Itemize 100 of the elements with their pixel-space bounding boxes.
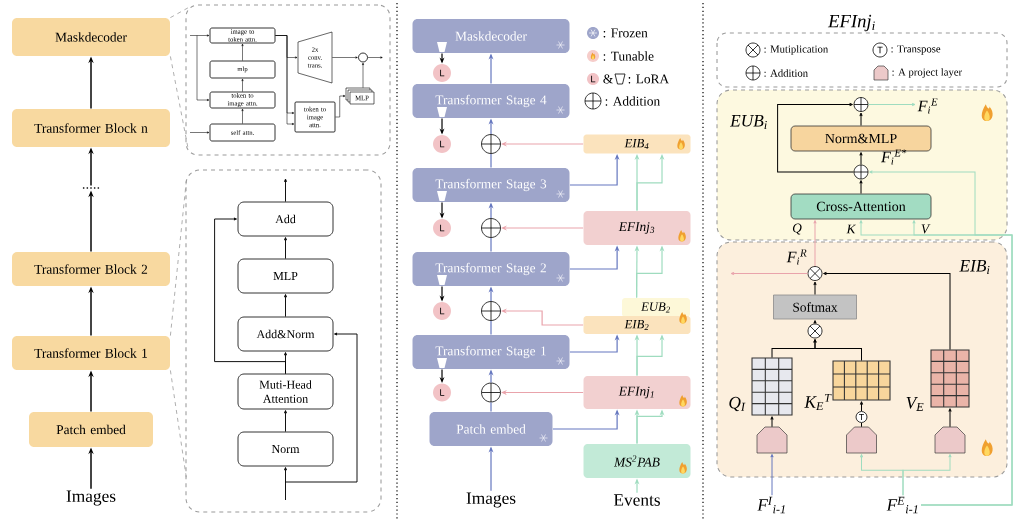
multiplication-circle: [807, 266, 823, 281]
legend-text: : Tunable: [603, 51, 654, 61]
arrow: [362, 62, 364, 88]
connector-line: [490, 153, 492, 169]
arrow: [241, 43, 244, 61]
module-box: EFInj$_{3}$: [583, 211, 691, 245]
math-label: F$_{i}$R: [786, 249, 807, 265]
stage-box: Transformer Stage 1: [412, 335, 570, 369]
block-box: Muti-Head Attention: [237, 373, 334, 410]
connector-line: [490, 237, 492, 253]
arrow: [730, 271, 809, 276]
module-box: EIB$_{2}$: [583, 316, 691, 334]
zoom-line: [170, 179, 187, 336]
stage-box: Patch embed: [429, 412, 553, 446]
arrow: [813, 220, 817, 267]
arrow: [284, 294, 287, 318]
addition-circle: [481, 382, 501, 403]
legend-text: : Frozen: [603, 28, 648, 38]
dashed-panel: [185, 169, 382, 513]
arrow: [189, 131, 210, 134]
arrow: [770, 416, 774, 428]
legend-text: : LoRA: [628, 74, 669, 84]
matrix-label: Q$_{I}$: [729, 396, 746, 412]
arrow: [859, 112, 863, 127]
connector-line: [490, 401, 492, 413]
arrow: [859, 180, 863, 195]
math-label: F$_{i}$E: [917, 98, 938, 114]
arrow: [367, 56, 383, 59]
input-label: Images: [466, 492, 516, 508]
arrow: [912, 220, 1013, 506]
arrow: [770, 453, 774, 496]
matrix-grid: [930, 349, 970, 408]
addition-circle: [481, 301, 501, 321]
module-box: EFInj$_{1}$: [583, 376, 691, 409]
zoom-line: [170, 56, 189, 151]
connector-line: [490, 320, 492, 336]
legend-text: : Addition: [764, 69, 808, 77]
legend-text: : Addition: [605, 96, 660, 106]
panel-title: EFInj$_{i}$: [827, 14, 875, 32]
zoom-line: [170, 6, 191, 18]
arrow: [859, 152, 863, 166]
block-box: Patch embed: [29, 412, 153, 447]
stage-box: Maskdecoder: [412, 19, 570, 53]
module-box: EIB$_{4}$: [583, 134, 691, 154]
arrow: [813, 281, 817, 296]
block-box: Transformer Block 1: [12, 336, 170, 370]
arrow: [241, 108, 244, 124]
block-box: Maskdecoder: [12, 18, 170, 56]
block-box: Transformer Block n: [12, 109, 170, 147]
input-label: Images: [66, 490, 116, 506]
arrow: [777, 102, 855, 173]
legend-text: : Transpose: [891, 45, 941, 55]
projection-shape: [846, 426, 877, 454]
arrow: [189, 34, 210, 37]
arrow: [859, 401, 864, 412]
addition-circle: [481, 218, 501, 238]
arrow: [284, 410, 287, 433]
math-label: F$_{i}$E*: [880, 149, 907, 165]
matrix-label: V$_{E}$: [906, 397, 924, 411]
module-box: MS$^{2}$PAB: [583, 444, 691, 478]
ellipsis-text: .....: [82, 187, 100, 189]
math-label: F$^{E}$i-1: [886, 496, 918, 514]
legend-text: : Mutiplication: [764, 45, 829, 55]
arrow: [284, 467, 287, 501]
arrow: [196, 35, 210, 101]
stage-box: Transformer Stage 3: [412, 168, 570, 202]
arrow: [335, 95, 346, 118]
connector-line: [861, 422, 862, 428]
math-label: F$^{I}$i-1: [757, 496, 785, 514]
arrow: [948, 408, 952, 428]
arrow: [284, 237, 287, 260]
addition-circle: [853, 164, 869, 180]
addition-circle: [853, 97, 869, 112]
port-label: Q: [792, 223, 802, 235]
arrow: [813, 320, 817, 325]
matrix-grid: [751, 357, 793, 416]
legend-letter: T: [877, 46, 883, 54]
dashed-panel: [185, 4, 391, 156]
legend-symbol: &: [603, 74, 613, 84]
legend-text: : A project layer: [892, 68, 962, 78]
block-box: Transformer Block 2: [12, 252, 170, 286]
block-box: Cross-Attention: [790, 193, 932, 220]
matrix-grid: [832, 360, 891, 401]
block-box: Softmax: [773, 294, 857, 320]
block-box: Add: [237, 201, 334, 237]
arrow: [902, 453, 952, 496]
zoom-line: [170, 370, 187, 479]
matrix-label: K$_{E}$T: [804, 393, 832, 411]
arrow: [241, 78, 244, 92]
port-label: K: [846, 224, 857, 234]
addition-circle: [481, 134, 501, 154]
multiplication-circle: [807, 323, 823, 339]
block-box: MLP: [237, 258, 334, 294]
arrow: [332, 56, 358, 59]
stage-box: Transformer Stage 2: [412, 252, 570, 286]
input-label: Events: [613, 494, 660, 506]
legend-letter: L: [591, 75, 596, 83]
arrow: [823, 271, 951, 350]
arrow: [214, 217, 286, 375]
stage-box: Transformer Stage 4: [412, 84, 570, 118]
